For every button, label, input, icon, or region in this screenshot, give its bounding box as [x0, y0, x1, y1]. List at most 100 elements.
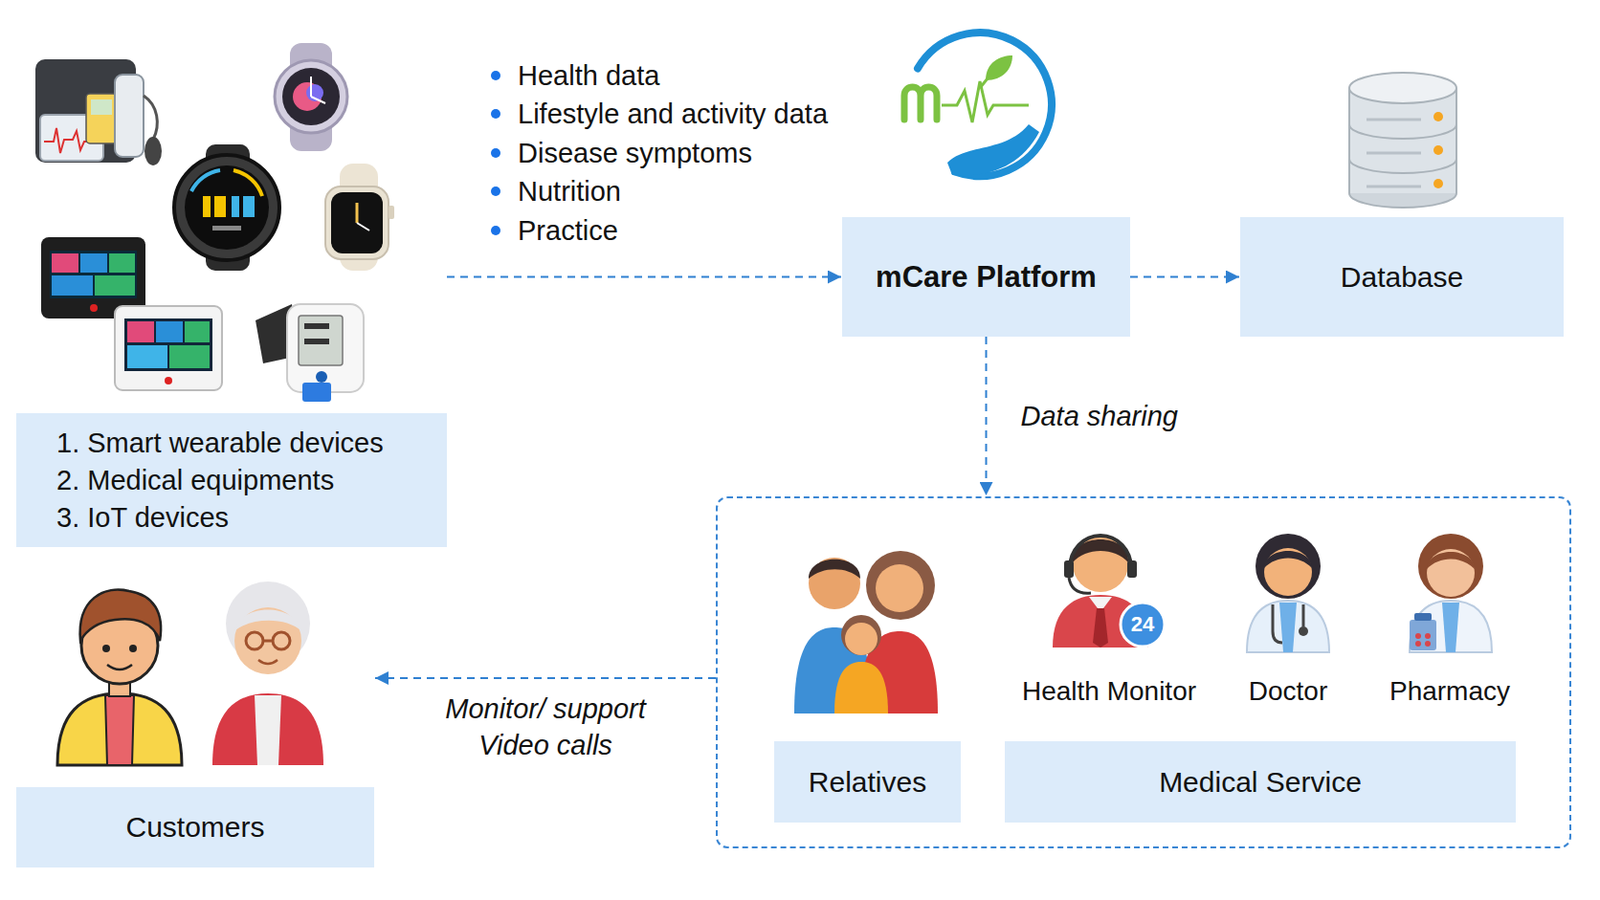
- role-name: Pharmacy: [1389, 676, 1511, 708]
- patient-monitor-icon: [109, 253, 135, 273]
- smartwatch-icon: [331, 192, 383, 254]
- health-monitor-icon: [1069, 535, 1132, 569]
- bullet-dot: [490, 225, 501, 236]
- patient-monitor-icon: [127, 321, 155, 343]
- customer-icon: [254, 695, 282, 766]
- node-text: Medical Service: [1158, 765, 1362, 800]
- customers-panel: Customers: [16, 583, 375, 868]
- patient-monitor-icon: [89, 304, 98, 312]
- bp-kit-icon: [143, 95, 157, 140]
- smartwatch-icon: [274, 60, 348, 134]
- family-icon: [866, 551, 935, 621]
- edge-label: Monitor/ support Video calls: [425, 691, 666, 764]
- customer-icon: [258, 660, 278, 665]
- doctor-icon: [1255, 533, 1321, 600]
- bp-monitor-icon: [287, 304, 364, 393]
- bp-kit-icon: [144, 136, 162, 166]
- pharmacist-icon: [1442, 602, 1460, 653]
- customer-icon: [263, 640, 273, 644]
- smartwatch-icon: [282, 67, 340, 126]
- customer-icon: [80, 590, 161, 642]
- bp-kit-icon: [114, 74, 144, 157]
- health-monitor-icon: [1092, 608, 1109, 648]
- pharmacist-icon: [1418, 533, 1484, 600]
- data-item: Lifestyle and activity data: [517, 98, 828, 131]
- smartwatch-icon: [191, 170, 221, 192]
- data-item: Disease symptoms: [517, 137, 753, 170]
- smartwatch-icon: [233, 170, 263, 197]
- data-item: Nutrition: [517, 176, 622, 208]
- health-monitor-icon: [1052, 535, 1165, 648]
- customer-icon: [212, 581, 324, 766]
- family-icon: [875, 564, 924, 613]
- patient-monitor-icon: [114, 306, 223, 391]
- badge-number: 24: [1131, 612, 1155, 638]
- customer-icon: [234, 610, 302, 633]
- doctor-icon: [1246, 600, 1330, 653]
- support-arrow: [375, 677, 716, 680]
- doctor-icon: [1264, 548, 1312, 597]
- customer-icon: [129, 644, 137, 653]
- device-panel: 1. Smart wearable devices2. Medical equi…: [16, 30, 447, 548]
- smartwatch-icon: [356, 222, 370, 231]
- platform-logo: [941, 81, 1029, 123]
- doctor-icon: [1246, 533, 1330, 653]
- panel-fill: 1. Smart wearable devices2. Medical equi…: [16, 413, 447, 548]
- pharmacist-icon: [1409, 620, 1437, 651]
- doctor-icon: [1272, 604, 1304, 644]
- node-text: Relatives: [808, 765, 927, 800]
- customer-icon: [105, 695, 134, 766]
- customer-icon: [107, 665, 133, 670]
- pharmacist-icon: [1415, 633, 1422, 640]
- customer-icon: [57, 590, 182, 766]
- role-name: Health Monitor: [1022, 676, 1197, 708]
- database-icon: [1433, 178, 1444, 189]
- pharmacist-icon: [1409, 600, 1492, 653]
- patient-monitor-icon: [155, 321, 183, 343]
- bp-monitor-icon: [304, 338, 330, 345]
- node-text: Database: [1340, 260, 1464, 295]
- pharmacist-icon: [1409, 533, 1492, 653]
- doctor-icon: [1264, 551, 1312, 569]
- customer-icon: [57, 693, 182, 766]
- bullet-dot: [490, 186, 501, 197]
- smartwatch-icon: [231, 196, 240, 218]
- edge-label: Data sharing: [1021, 400, 1178, 433]
- pharmacist-icon: [1414, 613, 1432, 622]
- database-icon: [1348, 88, 1351, 194]
- database-icon: [1349, 158, 1457, 174]
- customer-icon: [234, 607, 302, 675]
- smartwatch-icon: [311, 96, 326, 104]
- smartwatch-icon: [212, 225, 242, 231]
- customer-icon: [102, 644, 111, 653]
- family-icon: [794, 551, 938, 714]
- bp-kit-icon: [35, 59, 162, 166]
- bp-kit-icon: [90, 99, 112, 115]
- panel-fill: Customers: [16, 787, 375, 868]
- smartwatch-icon: [388, 205, 395, 220]
- bullet-dot: [490, 70, 501, 81]
- customer-icon: [245, 632, 264, 650]
- pharmacist-icon: [1426, 552, 1475, 570]
- smartwatch-icon: [355, 202, 359, 223]
- family-icon: [834, 662, 889, 714]
- smartwatch-icon: [274, 43, 348, 152]
- patient-monitor-icon: [94, 275, 135, 296]
- node-text: Customers: [125, 810, 265, 845]
- doctor-icon: [1279, 602, 1297, 653]
- pharmacist-icon: [1424, 641, 1431, 647]
- database-icon: [1366, 185, 1422, 189]
- health-monitor-icon: [1068, 577, 1091, 594]
- platform-box: mCare Platform: [842, 217, 1131, 337]
- family-icon: [808, 559, 861, 579]
- health-monitor-icon: [1120, 602, 1165, 647]
- customer-icon: [212, 693, 324, 766]
- platform-logo: [904, 87, 937, 120]
- pharmacist-icon: [1426, 549, 1475, 598]
- platform-logo: [904, 32, 1052, 177]
- smartwatch-icon: [214, 196, 226, 218]
- node-text: 3. IoT devices: [56, 499, 229, 537]
